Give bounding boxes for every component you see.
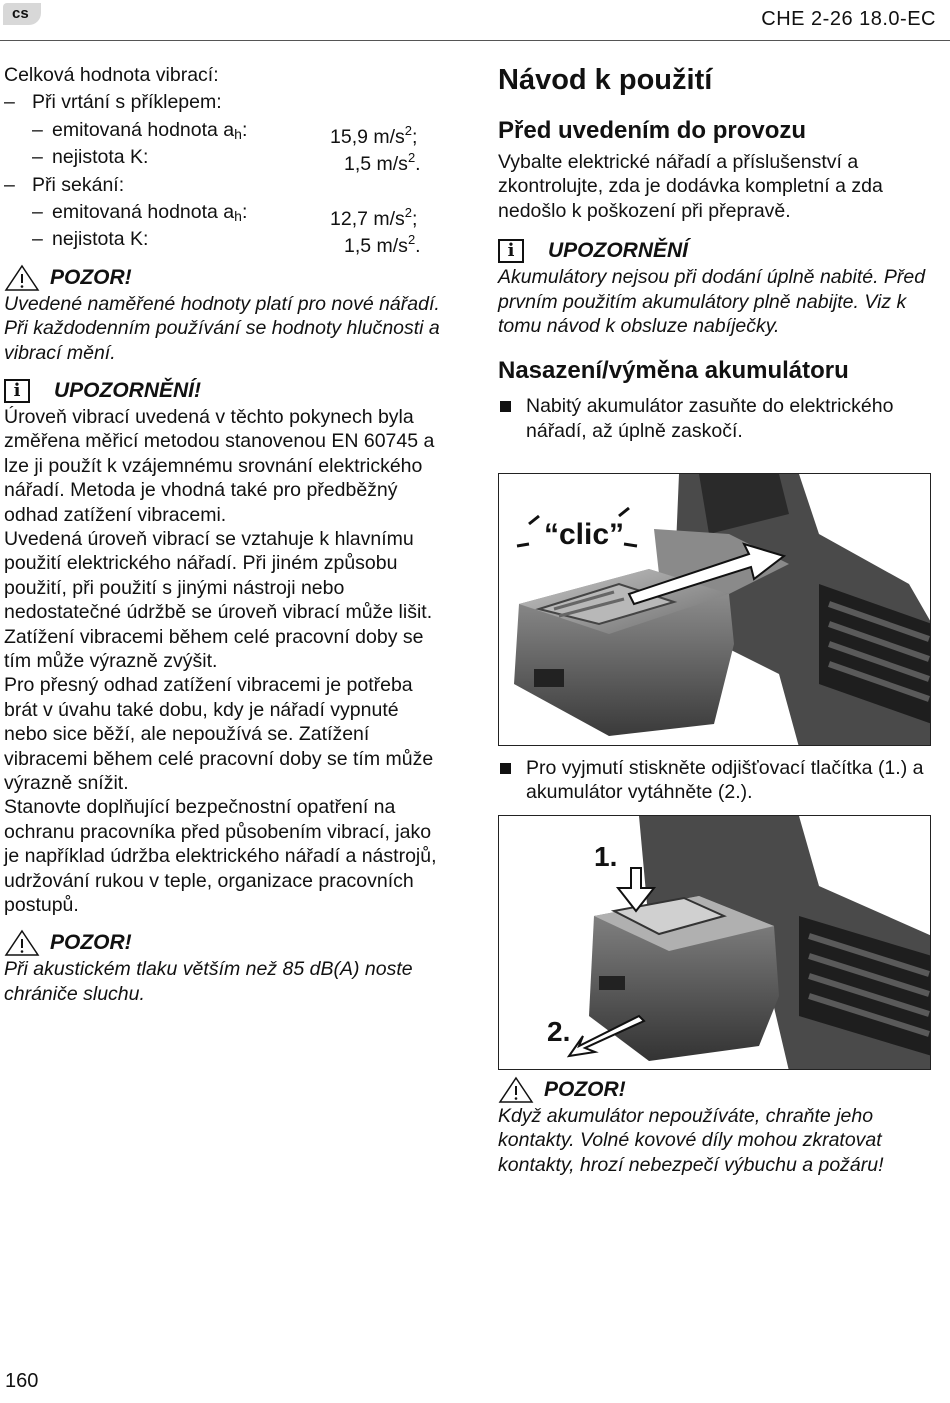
battery-remove-illustration: 1. 2. xyxy=(547,816,930,1069)
caution-text: Když akumulátor nepoužíváte, chraňte jeh… xyxy=(498,1105,884,1176)
drill-uncert-value: 1,5 m/s2. xyxy=(344,150,421,176)
chisel-uncert-row: – nejistota K: 1,5 m/s2. xyxy=(4,226,444,257)
drill-emitted-row: – emitovaná hodnota ah: 15,9 m/s2; xyxy=(4,117,444,148)
caution2-text: Při akustickém tlaku větším než 85 dB(A)… xyxy=(4,958,413,1005)
model-name: CHE 2-26 18.0-EC xyxy=(761,8,936,30)
intro-text: Celková hodnota vibrací: xyxy=(4,64,219,86)
vibration-intro: Celková hodnota vibrací: xyxy=(4,62,444,89)
left-column: Celková hodnota vibrací: – Při vrtání s … xyxy=(4,62,444,1006)
chisel-emitted-value: 12,7 m/s2; xyxy=(330,204,418,230)
note-paragraph-3: Pro přesný odhad zatížení vibracemi je p… xyxy=(4,674,434,795)
note-text: Akumulátory nejsou při dodání úplně nabi… xyxy=(498,266,926,338)
info-icon: i xyxy=(4,378,30,403)
page-number: 160 xyxy=(5,1370,39,1392)
right-column-continued: Pro vyjmutí stiskněte odjišťovací tlačít… xyxy=(498,756,938,805)
clic-label: “clic” xyxy=(544,518,624,551)
note-title: UPOZORNĚNÍ xyxy=(548,239,689,263)
caution2-title: POZOR! xyxy=(50,931,132,955)
caution-heading: POZOR! xyxy=(498,1076,938,1104)
note-paragraph-1: Úroveň vibrací uvedená v těchto pokynech… xyxy=(4,405,435,526)
note-heading: i UPOZORNĚNÍ xyxy=(498,237,938,265)
drilling-row: – Při vrtání s příklepem: xyxy=(4,89,444,116)
drilling-label: Při vrtání s příklepem: xyxy=(32,91,222,114)
header-rule xyxy=(0,40,950,41)
section-heading-battery: Nasazení/výměna akumulátoru xyxy=(498,357,849,385)
chisel-emitted-row: – emitovaná hodnota ah: 12,7 m/s2; xyxy=(4,199,444,230)
step-1-label: 1. xyxy=(594,841,617,872)
drill-emitted-value: 15,9 m/s2; xyxy=(330,122,418,148)
startup-text: Vybalte elektrické nářadí a příslušenstv… xyxy=(498,151,883,222)
warning-triangle-icon xyxy=(498,1076,534,1103)
chisel-uncert-value: 1,5 m/s2. xyxy=(344,232,421,258)
step-2-label: 2. xyxy=(547,1016,570,1047)
note-title: UPOZORNĚNÍ! xyxy=(54,378,201,402)
emitted-label: emitovaná hodnota ah: xyxy=(52,200,248,224)
language-badge: cs xyxy=(3,3,41,25)
bullet-insert: Nabitý akumulátor zasuňte do elektrickéh… xyxy=(498,394,938,443)
info-icon: i xyxy=(498,239,524,264)
caution-title: POZOR! xyxy=(544,1077,626,1101)
right-column: Návod k použití Před uvedením do provozu… xyxy=(498,62,938,443)
note-paragraph-4: Stanovte doplňující bezpečnostní opatřen… xyxy=(4,796,437,917)
warning-triangle-icon xyxy=(4,264,40,291)
uncertainty-label: nejistota K: xyxy=(52,228,149,251)
page-title: Návod k použití xyxy=(498,64,713,96)
chiseling-row: – Při sekání: xyxy=(4,172,444,199)
note-heading: i UPOZORNĚNÍ! xyxy=(4,377,444,405)
caution-text: Uvedené naměřené hodnoty platí pro nové … xyxy=(4,292,440,364)
caution-heading: POZOR! xyxy=(4,264,444,292)
caution2-heading: POZOR! xyxy=(4,929,444,957)
bullet-remove: Pro vyjmutí stiskněte odjišťovací tlačít… xyxy=(498,756,938,805)
figure-remove-battery: 1. 2. xyxy=(498,815,931,1070)
battery-insert-illustration: “clic” xyxy=(514,474,930,745)
figure-insert-battery: “clic” xyxy=(498,473,931,746)
dash: – xyxy=(4,91,15,114)
caution-title: POZOR! xyxy=(50,265,132,289)
warning-triangle-icon xyxy=(4,930,40,957)
drill-uncert-row: – nejistota K: 1,5 m/s2. xyxy=(4,144,444,175)
uncertainty-label: nejistota K: xyxy=(52,146,149,169)
chiseling-label: Při sekání: xyxy=(32,173,125,196)
section-heading-startup: Před uvedením do provozu xyxy=(498,117,807,144)
emitted-label: emitovaná hodnota ah: xyxy=(52,118,248,142)
right-caution-block: POZOR! Když akumulátor nepoužíváte, chra… xyxy=(498,1076,938,1177)
note-paragraph-2: Uvedená úroveň vibrací se vztahuje k hla… xyxy=(4,527,433,673)
